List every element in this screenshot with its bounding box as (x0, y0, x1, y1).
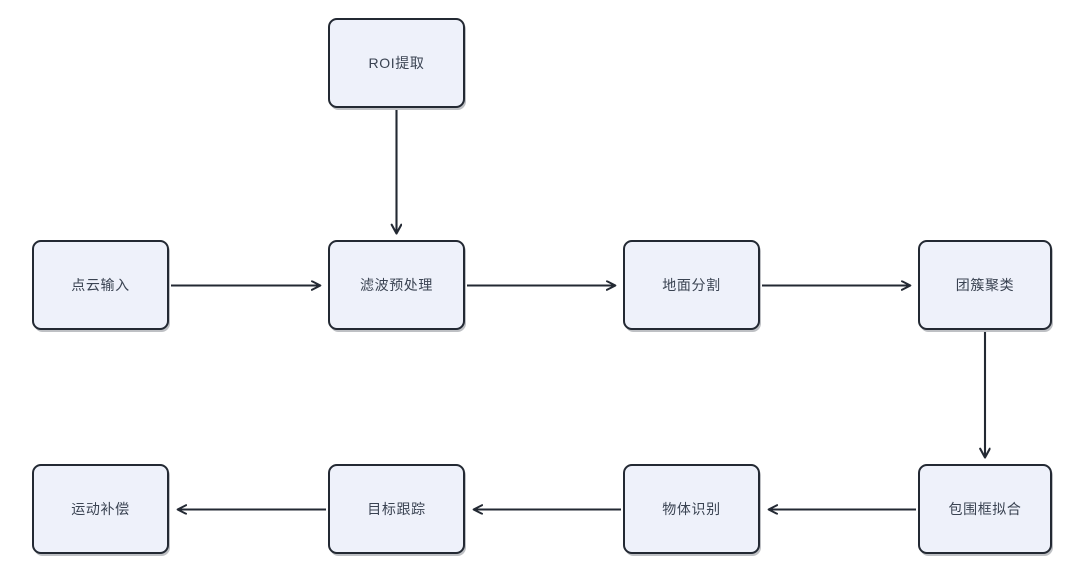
node-point-cloud-input-label: 点云输入 (71, 276, 130, 293)
node-cluster-label: 团簇聚类 (955, 276, 1015, 293)
node-target-tracking[interactable]: 目标跟踪 (328, 464, 465, 554)
node-object-recognition[interactable]: 物体识别 (623, 464, 760, 554)
node-point-cloud-input[interactable]: 点云输入 (32, 240, 169, 330)
node-roi-label: ROI提取 (368, 54, 425, 71)
node-ground-segmentation[interactable]: 地面分割 (623, 240, 760, 330)
node-target-tracking-label: 目标跟踪 (367, 500, 426, 517)
node-bounding-box-fit-label: 包围框拟合 (948, 500, 1022, 517)
node-motion-compensation[interactable]: 运动补偿 (32, 464, 169, 554)
node-filter-preprocess-label: 滤波预处理 (360, 276, 433, 293)
node-roi[interactable]: ROI提取 (328, 18, 465, 108)
node-cluster[interactable]: 团簇聚类 (918, 240, 1052, 330)
node-filter-preprocess[interactable]: 滤波预处理 (328, 240, 465, 330)
node-bounding-box-fit[interactable]: 包围框拟合 (918, 464, 1052, 554)
node-ground-segmentation-label: 地面分割 (662, 276, 721, 293)
node-motion-compensation-label: 运动补偿 (71, 500, 130, 517)
node-object-recognition-label: 物体识别 (662, 500, 721, 517)
